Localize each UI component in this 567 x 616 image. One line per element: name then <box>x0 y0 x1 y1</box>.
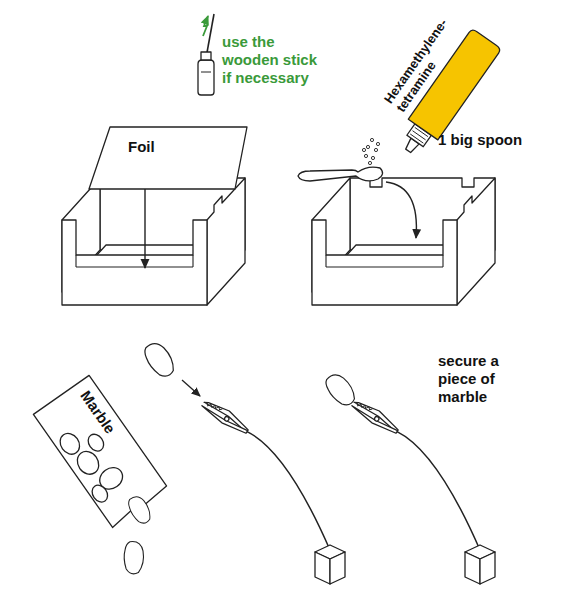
stove-front-wall <box>312 220 457 305</box>
bottle-body <box>408 28 501 140</box>
quantity-label: 1 big spoon <box>438 131 522 149</box>
granule <box>374 148 377 151</box>
marble-piece <box>73 447 103 478</box>
green-arrow <box>203 16 208 36</box>
bottle-body <box>198 60 214 95</box>
marble-piece <box>142 339 177 381</box>
stroke <box>480 552 495 584</box>
stroke <box>202 397 251 432</box>
stroke <box>374 416 380 422</box>
stroke <box>200 403 248 436</box>
stroke <box>465 552 480 584</box>
bottle-neck <box>201 52 211 60</box>
bag-outline <box>33 375 168 527</box>
marble-bag: Marble <box>30 374 169 530</box>
stove-right-wall <box>207 178 245 305</box>
clip-arrow <box>182 380 200 396</box>
glue-bottle <box>198 14 214 95</box>
instruction-note: secure a piece of marble <box>438 352 526 406</box>
granule <box>362 148 365 151</box>
stove-edge <box>76 255 193 267</box>
bottle-line <box>201 72 211 73</box>
granule <box>376 142 379 145</box>
granule <box>368 161 371 164</box>
marble-piece <box>89 482 111 505</box>
marble-piece <box>127 494 153 526</box>
alligator-clip <box>200 397 252 436</box>
wire <box>397 432 480 550</box>
foil-sheet: Foil <box>88 126 248 190</box>
cube-base <box>315 545 345 584</box>
stroke <box>315 552 330 584</box>
node-outline <box>88 126 248 190</box>
stove <box>312 178 495 305</box>
stove-front-wall <box>62 220 207 305</box>
granule <box>364 154 367 157</box>
stove-right-wall <box>457 178 495 305</box>
granule <box>366 145 369 148</box>
marble-piece <box>121 540 146 575</box>
pour-arrow <box>386 182 416 238</box>
stroke <box>298 167 383 181</box>
node-text: Foil <box>128 138 248 156</box>
stroke <box>330 552 345 584</box>
stroke <box>352 397 401 432</box>
stroke <box>224 416 230 422</box>
stove-edge <box>326 255 443 267</box>
cube-base <box>465 545 495 584</box>
stroke <box>89 127 247 189</box>
stroke <box>350 403 398 436</box>
marble-piece <box>85 431 107 454</box>
node-outline <box>30 374 169 530</box>
stove <box>62 178 245 305</box>
stroke <box>206 401 222 414</box>
stroke <box>356 401 372 414</box>
granule <box>370 138 373 141</box>
spoon <box>298 167 383 181</box>
wire <box>247 432 330 550</box>
marble-piece <box>323 370 358 410</box>
instruction-note: use the wooden stick if necessary <box>222 33 330 87</box>
granule <box>371 156 374 159</box>
alligator-clip <box>350 397 402 436</box>
